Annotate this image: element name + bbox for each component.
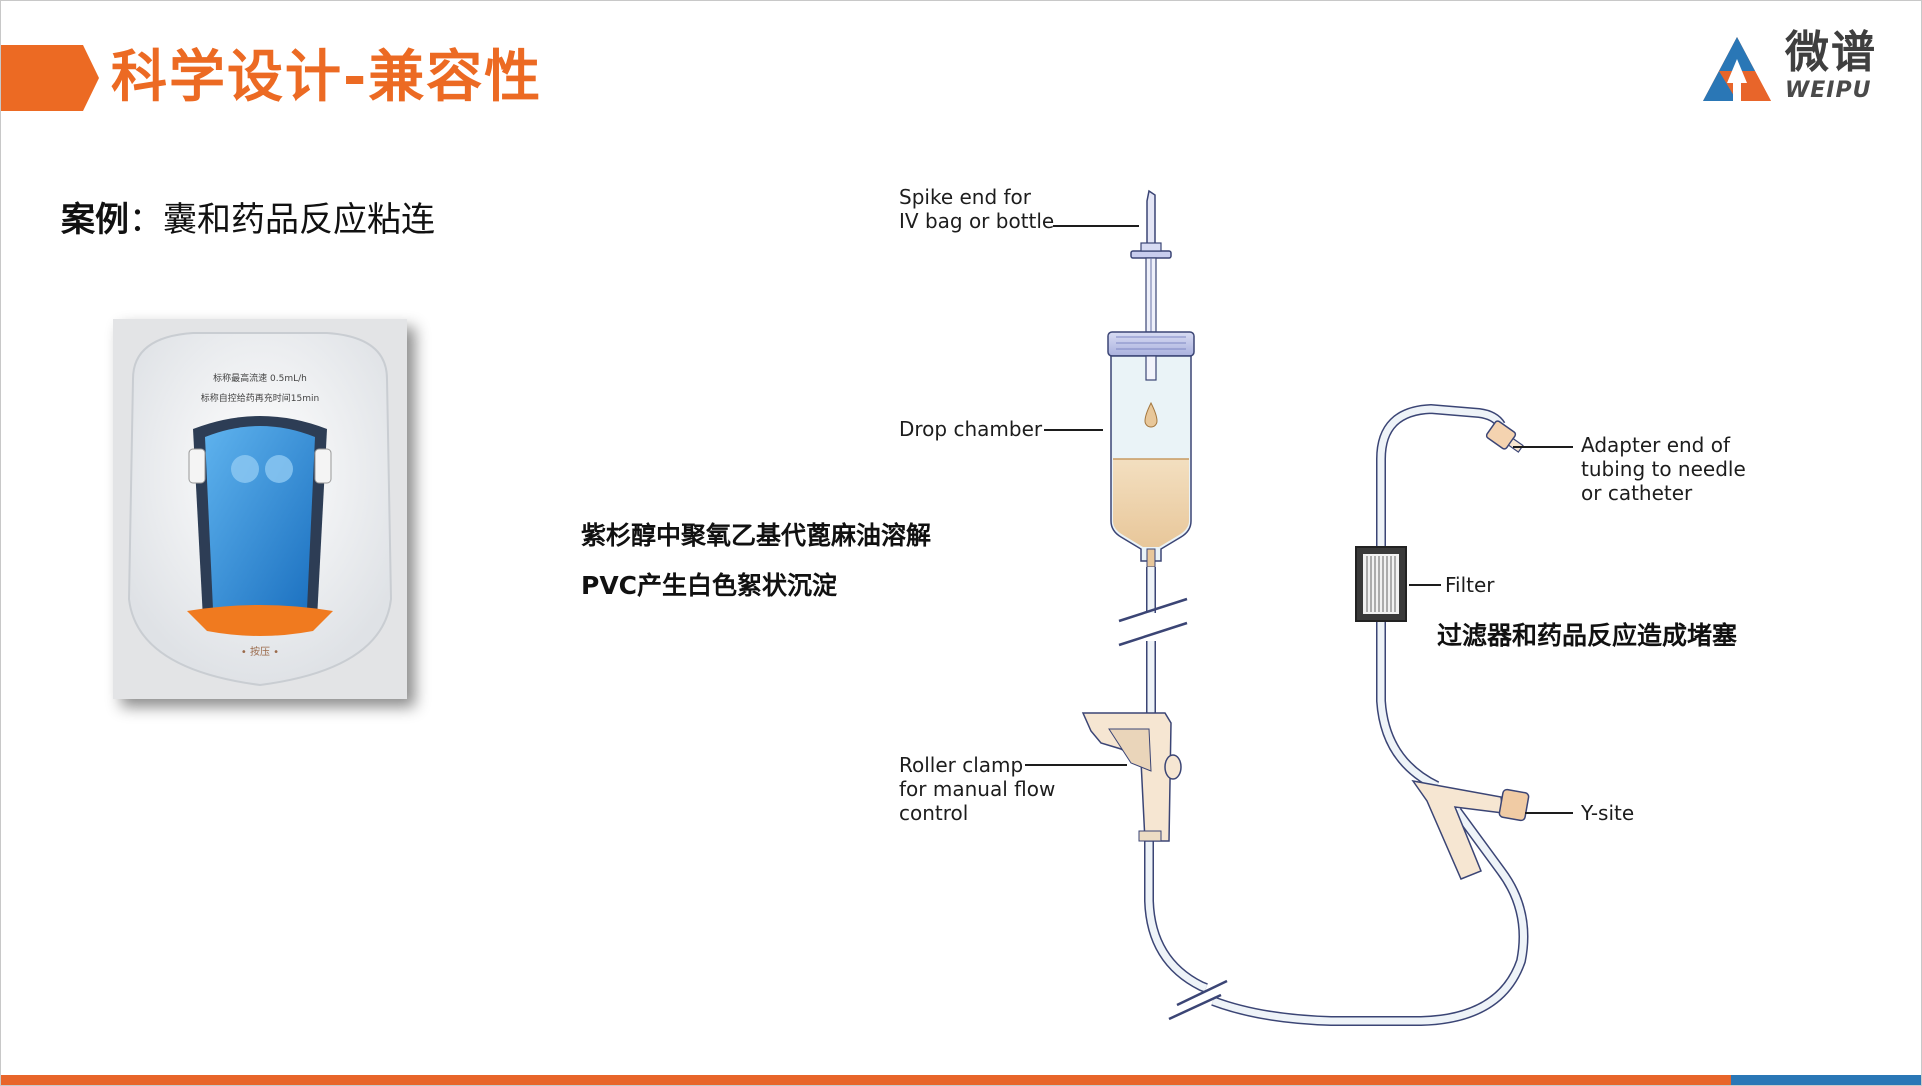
footer-bar-accent (1731, 1075, 1921, 1085)
logo-name-en: WEIPU (1785, 78, 1872, 103)
case-text: 囊和药品反应粘连 (163, 200, 435, 240)
case-colon: ： (129, 200, 163, 240)
pump-photo-illustration: 标称最高流速 0.5mL/h 标称自控给药再充时间15min • 按压 • (113, 319, 407, 699)
case-heading: 案例：囊和药品反应粘连 (61, 197, 435, 243)
note-filter-blockage: 过滤器和药品反应造成堵塞 (1437, 621, 1738, 650)
label-adapter-end: Adapter end of tubing to needle or cathe… (1581, 433, 1746, 505)
label-roller-clamp: Roller clamp for manual flow control (899, 753, 1056, 825)
y-site (1411, 779, 1530, 880)
leader-lines (1025, 225, 1573, 814)
case-label: 案例 (61, 200, 129, 240)
pump-photo: 标称最高流速 0.5mL/h 标称自控给药再充时间15min • 按压 • (113, 319, 407, 699)
label-drop-chamber: Drop chamber (899, 417, 1043, 441)
label-y-site: Y-site (1581, 801, 1635, 825)
drop-chamber (1107, 331, 1195, 568)
label-filter: Filter (1445, 573, 1495, 597)
adapter-end (1485, 420, 1524, 453)
roller-clamp (1081, 712, 1182, 842)
tubing (1118, 403, 1529, 1026)
weipu-logo: 微谱 WEIPU (1697, 27, 1887, 109)
note-paclitaxel: 紫杉醇中聚氧乙基代蓖麻油溶解 (581, 521, 932, 550)
spike (1130, 189, 1172, 333)
title-accent-tab (1, 45, 99, 111)
photo-text-1: 标称最高流速 0.5mL/h (213, 372, 307, 384)
label-spike-end: Spike end for IV bag or bottle (899, 185, 1055, 233)
weipu-logo-icon (1703, 37, 1771, 101)
filter (1355, 546, 1407, 622)
page-title: 科学设计-兼容性 (111, 45, 543, 110)
note-pvc-precipitate: PVC产生白色絮状沉淀 (581, 571, 838, 600)
svg-text:• 按压 •: • 按压 • (241, 645, 279, 658)
logo-name-cn: 微谱 (1785, 27, 1877, 78)
footer-bar (1, 1075, 1921, 1085)
photo-text-2: 标称自控给药再充时间15min (201, 392, 319, 404)
